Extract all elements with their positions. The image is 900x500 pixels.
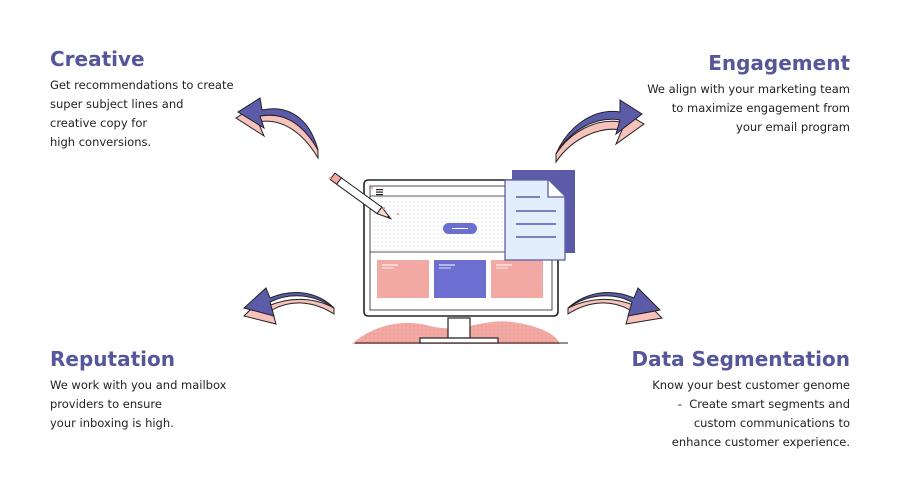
creative-section: Creative Get recommendations to create s… [50,48,234,152]
creative-title: Creative [50,47,145,71]
engagement-line: to maximize engagement from [671,101,850,115]
creative-line: creative copy for [50,116,148,130]
engagement-section: Engagement We align with your marketing … [647,52,850,137]
creative-line: high conversions. [50,135,152,149]
document-icon [504,170,575,261]
reputation-line: your inboxing is high. [50,416,174,430]
reputation-line: We work with you and mailbox [50,378,227,392]
creative-line: Get recommendations to create [50,78,234,92]
segmentation-section: Data Segmentation Know your best custome… [632,348,851,452]
arrow-icon [242,287,335,325]
engagement-line: your email program [736,120,850,134]
segmentation-line: enhance customer experience. [671,435,850,449]
reputation-title: Reputation [50,347,175,371]
reputation-line: providers to ensure [50,397,162,411]
arrow-icon [235,97,319,160]
pencil-icon [328,172,400,220]
engagement-line: We align with your marketing team [647,82,850,96]
engagement-title: Engagement [708,51,850,75]
segmentation-line: - Create smart segments and [674,397,850,411]
arrow-icon [555,99,645,164]
segmentation-title: Data Segmentation [631,347,851,371]
arrow-icon [567,287,664,325]
creative-line: super subject lines and [50,97,184,111]
segmentation-line: Know your best customer genome [652,378,850,392]
reputation-section: Reputation We work with you and mailbox … [50,348,226,433]
segmentation-line: custom communications to [693,416,850,430]
